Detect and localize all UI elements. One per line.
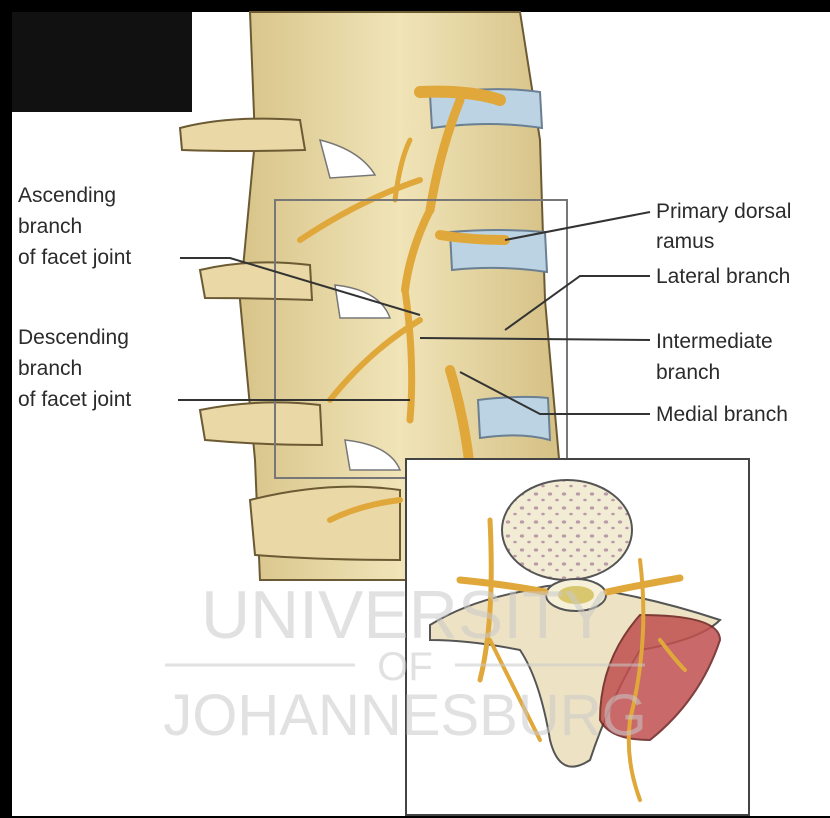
svg-text:Primary dorsal: Primary dorsal	[656, 200, 791, 223]
svg-text:Intermediate: Intermediate	[656, 330, 773, 353]
dark-corner	[12, 12, 192, 112]
vertebral-body-section	[502, 480, 632, 580]
svg-text:of facet joint: of facet joint	[18, 246, 131, 269]
svg-text:branch: branch	[18, 357, 82, 380]
svg-text:branch: branch	[18, 215, 82, 238]
process-1	[180, 119, 305, 151]
label-lateral-branch: Lateral branch	[656, 265, 790, 288]
svg-text:ramus: ramus	[656, 230, 714, 253]
disc-3	[478, 397, 550, 440]
svg-text:of facet joint: of facet joint	[18, 388, 131, 411]
process-2	[200, 262, 312, 300]
label-medial-branch: Medial branch	[656, 403, 788, 426]
watermark-line3: JOHANNESBURG	[163, 683, 646, 748]
svg-text:Ascending: Ascending	[18, 184, 116, 207]
process-4	[250, 487, 400, 560]
watermark-line1: UNIVERSITY	[201, 577, 609, 653]
svg-text:branch: branch	[656, 361, 720, 384]
process-3	[200, 402, 322, 445]
svg-text:Descending: Descending	[18, 326, 129, 349]
